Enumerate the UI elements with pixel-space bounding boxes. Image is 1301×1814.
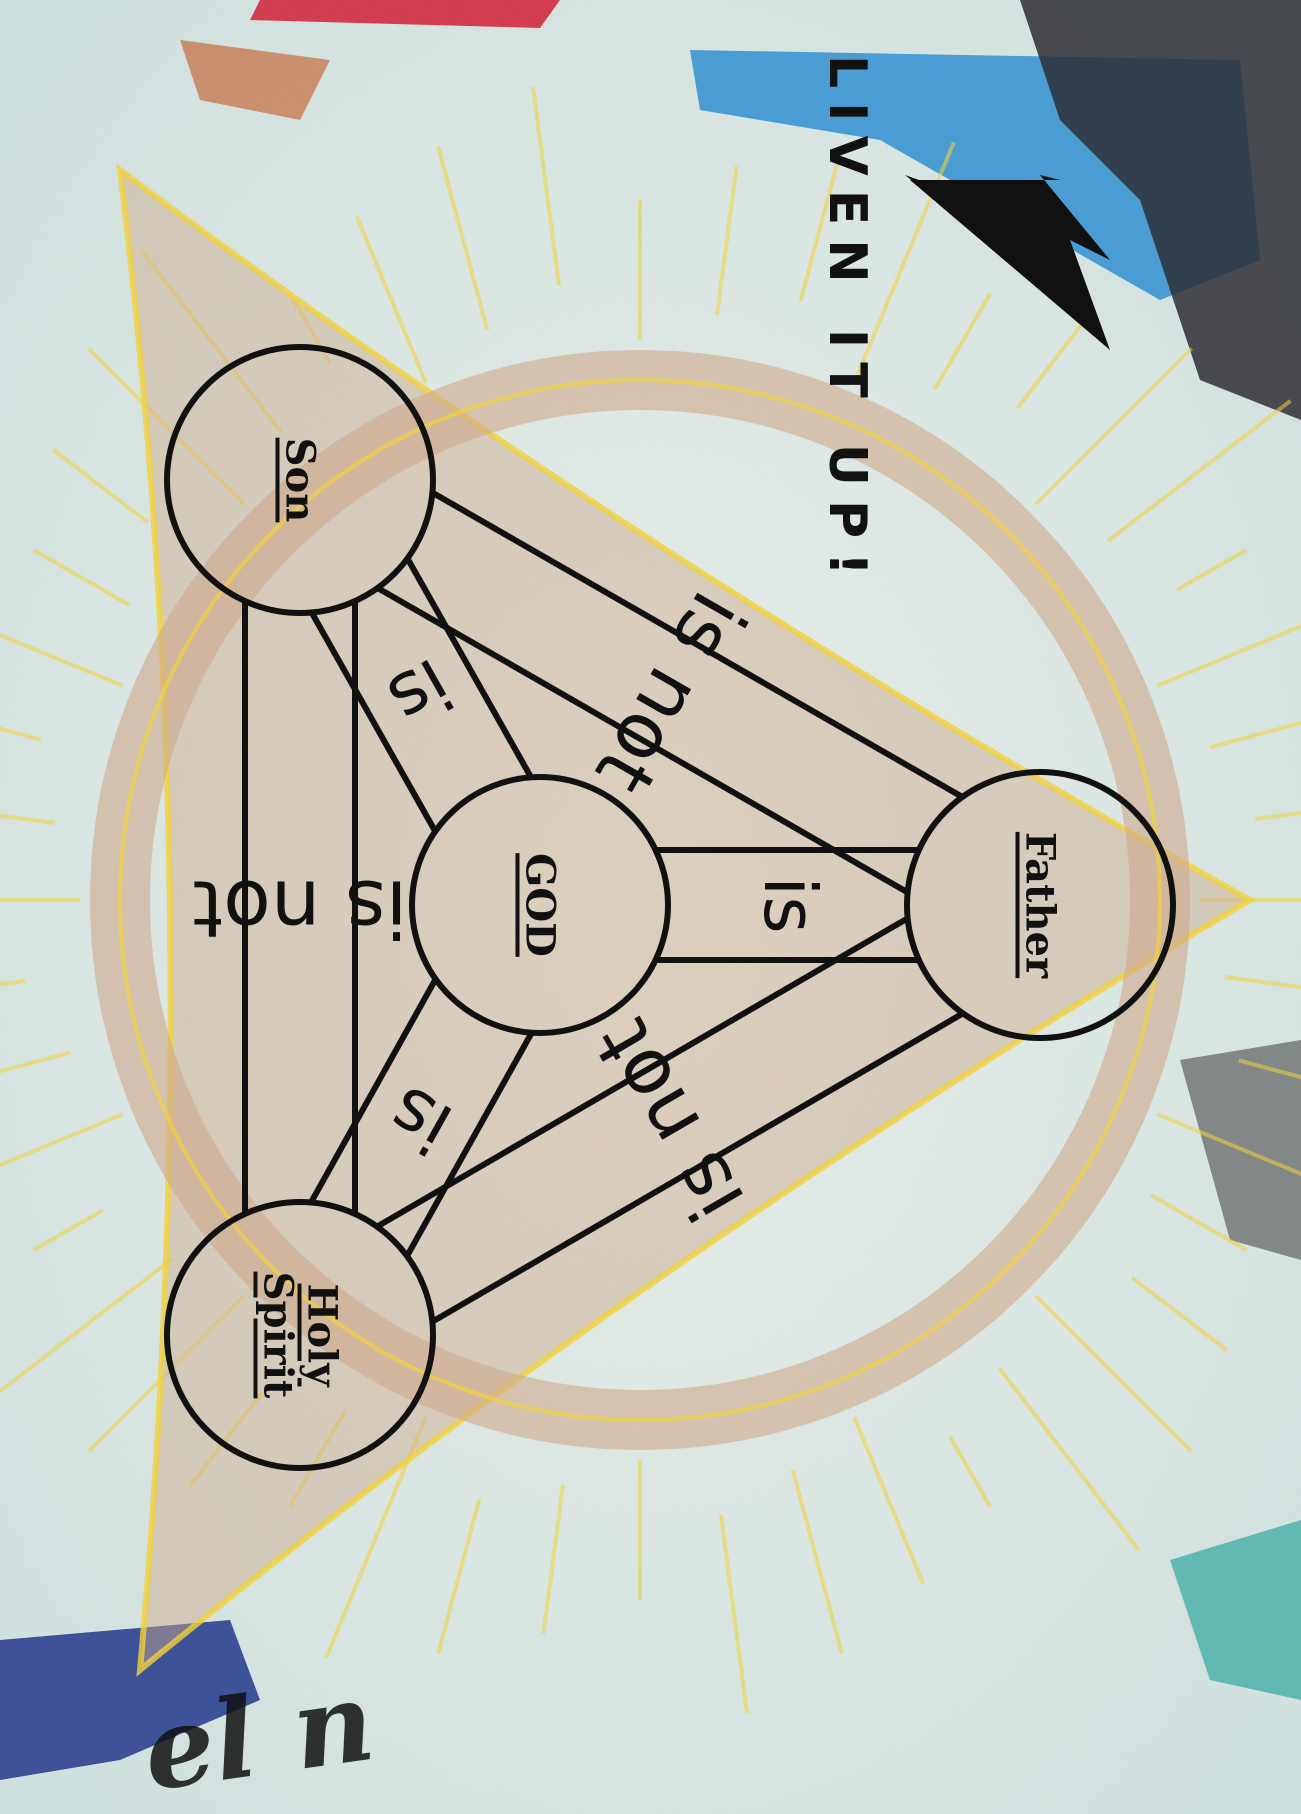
- god-label-line: GOD: [517, 853, 564, 957]
- son-label-line: Son: [277, 438, 324, 523]
- tagline: LIVEN IT UP!: [817, 55, 877, 590]
- father-label-line: Father: [1017, 832, 1064, 979]
- label-god-father: is: [748, 876, 832, 934]
- spirit-label-line: Spirit: [255, 1272, 302, 1399]
- label-son-spirit: is not: [193, 863, 408, 953]
- spirit-label-line: Holy: [299, 1284, 346, 1389]
